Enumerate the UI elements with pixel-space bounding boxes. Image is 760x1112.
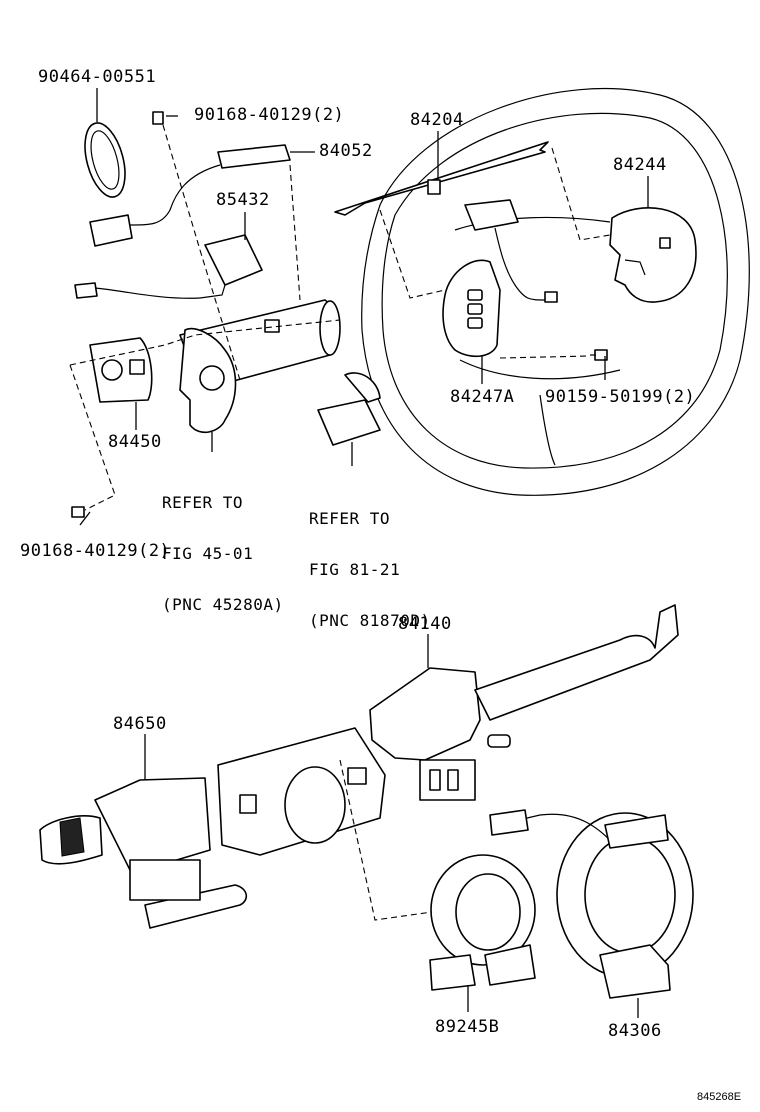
part-84306 (489, 809, 694, 999)
label-90168-40129-bottom: 90168-40129(2) (20, 541, 171, 561)
screw-90168-40129-bottom (71, 506, 85, 518)
label-90168-40129-top: 90168-40129(2) (194, 105, 345, 125)
label-90464-00551: 90464-00551 (38, 67, 157, 87)
steering-wheel (361, 88, 750, 496)
part-81870d-connector (317, 372, 381, 446)
label-89245b: 89245B (435, 1017, 500, 1037)
assembly-lines (69, 124, 611, 921)
label-84247a: 84247A (450, 387, 515, 407)
steering-column (179, 299, 341, 434)
reference-line: FIG 45-01 (162, 544, 254, 563)
label-84244: 84244 (613, 155, 667, 175)
reference-line: (PNC 45280A) (162, 595, 284, 614)
reference-note-81870d: REFER TO FIG 81-21 (PNC 81870D) (309, 476, 431, 646)
screw-90168-40129-top (152, 111, 164, 125)
label-84450: 84450 (108, 432, 162, 452)
label-84306: 84306 (608, 1021, 662, 1041)
switch-body (217, 727, 386, 856)
part-84650 (39, 777, 248, 929)
label-90159-50199: 90159-50199(2) (545, 387, 696, 407)
reference-note-45280a: REFER TO FIG 45-01 (PNC 45280A) (162, 460, 284, 630)
part-84450 (89, 337, 153, 403)
leader-lines (79, 88, 649, 1018)
label-84204: 84204 (410, 110, 464, 130)
part-84247a (442, 199, 558, 358)
part-84052 (89, 144, 291, 247)
reference-line: (PNC 81870D) (309, 611, 431, 630)
part-84244 (609, 207, 697, 303)
part-84140 (369, 604, 679, 801)
label-85432: 85432 (216, 190, 270, 210)
reference-line: REFER TO (309, 509, 391, 528)
reference-line: FIG 81-21 (309, 560, 401, 579)
label-84052: 84052 (319, 141, 373, 161)
part-89245b (429, 854, 536, 991)
part-85432 (74, 234, 263, 299)
reference-line: REFER TO (162, 493, 244, 512)
label-84650: 84650 (113, 714, 167, 734)
part-90159-50199 (590, 349, 608, 361)
figure-code: 845268E (697, 1091, 742, 1103)
label-84140: 84140 (398, 614, 452, 634)
part-90464-00551 (84, 122, 126, 198)
part-84204 (334, 141, 549, 216)
